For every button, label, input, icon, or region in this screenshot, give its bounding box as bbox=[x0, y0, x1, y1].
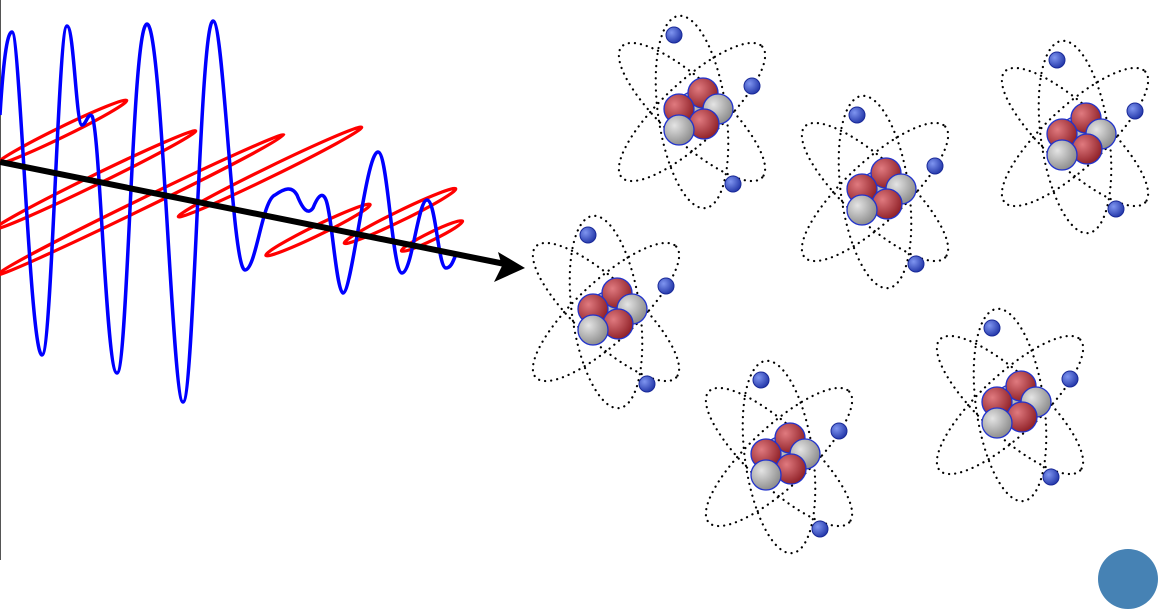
neutron bbox=[750, 459, 782, 491]
electron bbox=[811, 520, 829, 538]
red-wave-loop bbox=[0, 98, 129, 166]
atom bbox=[531, 214, 681, 410]
atom bbox=[617, 14, 767, 210]
electron bbox=[830, 422, 848, 440]
wave-atom-diagram bbox=[0, 14, 1150, 555]
electron bbox=[724, 175, 742, 193]
red-wave-loop bbox=[0, 133, 286, 277]
electron bbox=[926, 157, 944, 175]
electron bbox=[752, 371, 770, 389]
electron bbox=[983, 319, 1001, 337]
orbit bbox=[935, 334, 1085, 476]
red-wave-loop bbox=[399, 219, 465, 253]
neutron bbox=[577, 314, 609, 346]
electron bbox=[848, 106, 866, 124]
orbit bbox=[1000, 66, 1150, 208]
orbit bbox=[800, 121, 950, 263]
electron bbox=[665, 26, 683, 44]
electron bbox=[579, 226, 597, 244]
electron bbox=[1061, 370, 1079, 388]
electron bbox=[743, 77, 761, 95]
blue-wave bbox=[0, 19, 459, 404]
red-wave-loop bbox=[342, 186, 458, 246]
atom bbox=[1000, 39, 1150, 235]
atom bbox=[800, 94, 950, 290]
electron bbox=[1126, 102, 1144, 120]
neutron bbox=[663, 114, 695, 146]
electron bbox=[1107, 200, 1125, 218]
orbit bbox=[531, 241, 681, 383]
propagation-arrow bbox=[0, 159, 525, 282]
neutron bbox=[981, 407, 1013, 439]
neutron bbox=[846, 194, 878, 226]
orbit bbox=[704, 386, 854, 528]
electron bbox=[638, 375, 656, 393]
left-border bbox=[0, 0, 1, 560]
atom bbox=[704, 359, 854, 555]
electron bbox=[1042, 468, 1060, 486]
atoms-group bbox=[531, 14, 1150, 555]
electron bbox=[1048, 51, 1066, 69]
red-wave-loop bbox=[176, 125, 364, 219]
arrow-head bbox=[494, 252, 525, 282]
electron bbox=[907, 255, 925, 273]
atom bbox=[935, 307, 1085, 503]
orbit bbox=[617, 41, 767, 183]
arrow-shaft bbox=[0, 159, 506, 267]
neutron bbox=[1046, 139, 1078, 171]
electron bbox=[657, 277, 675, 295]
corner-badge[interactable] bbox=[1098, 549, 1158, 609]
